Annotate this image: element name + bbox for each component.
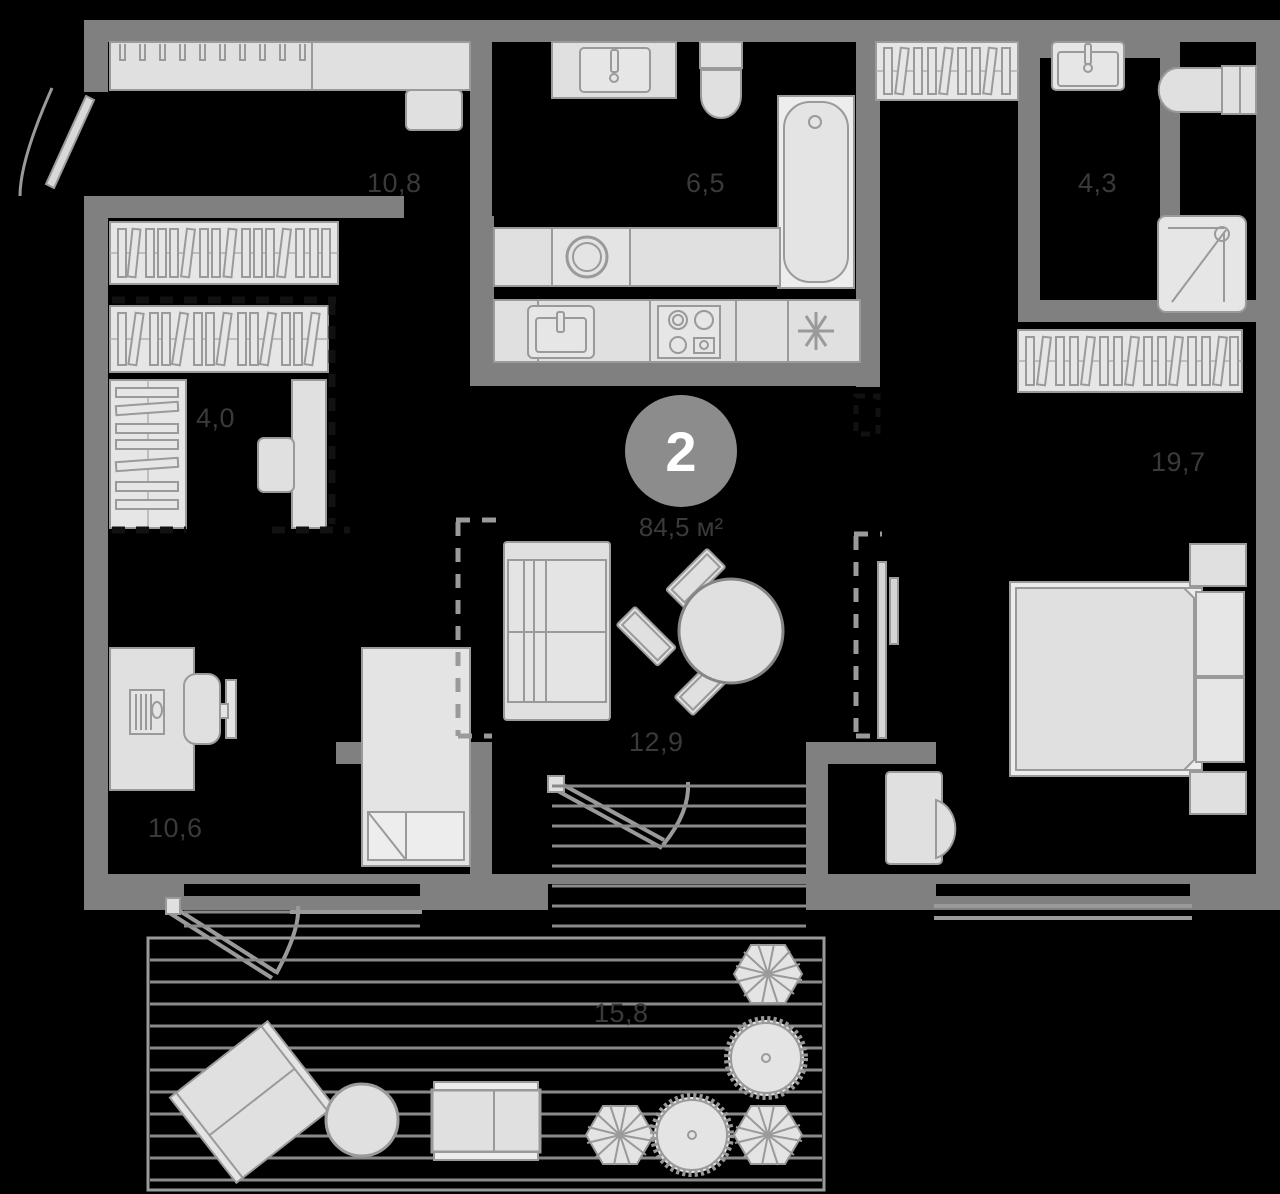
wardrobe-sliding-door[interactable] xyxy=(112,296,350,534)
kitchen-sink xyxy=(527,305,595,359)
desk xyxy=(109,647,195,791)
room-label-wardrobe: 4,0 xyxy=(196,403,236,433)
tv-cabinet xyxy=(361,647,471,867)
wardrobe-rails-mid xyxy=(109,305,329,373)
balcony-rail xyxy=(290,904,1192,920)
door-jamb-marker xyxy=(853,393,881,437)
sliding-partition xyxy=(877,561,899,739)
total-area-label: 84,5 м² xyxy=(638,512,724,542)
walls xyxy=(84,20,1280,910)
bathtub xyxy=(777,95,855,289)
terrace-plant-serrated xyxy=(650,1016,808,1177)
washbasin-main xyxy=(551,41,677,99)
terrace-plant-radial xyxy=(584,943,804,1166)
shower-stall xyxy=(1157,215,1247,313)
wardrobe-bench xyxy=(257,379,327,529)
room-label-study: 10,6 xyxy=(148,813,203,843)
entry-cabinet xyxy=(109,41,471,131)
living-armchair xyxy=(885,771,957,865)
opening-dashed xyxy=(455,517,884,739)
washing-machine xyxy=(493,227,781,287)
wardrobe-rails-top xyxy=(109,221,339,285)
coat-hooks xyxy=(119,44,306,61)
room-label-bathroom-main: 6,5 xyxy=(686,168,726,198)
nightstand xyxy=(1189,543,1247,815)
sofa xyxy=(503,541,611,721)
terrace-bench xyxy=(430,1081,542,1161)
kitchen-hood-icon xyxy=(798,312,834,350)
terrace-table xyxy=(324,1082,400,1158)
room-label-bathroom-guest: 4,3 xyxy=(1078,168,1118,198)
bedroom-wardrobe xyxy=(1017,329,1243,393)
entry-angled-wall xyxy=(18,87,96,197)
rooms-count-badge: 2 xyxy=(625,395,737,507)
door-swing-living[interactable] xyxy=(547,775,691,850)
double-bed xyxy=(1009,581,1245,777)
terrace-lounger xyxy=(168,1019,336,1185)
dining-table xyxy=(616,548,785,716)
wardrobe-guest-rails xyxy=(875,41,1019,101)
office-chair xyxy=(183,673,237,745)
room-label-hallway: 10,8 xyxy=(367,168,422,198)
room-label-terrace: 15,8 xyxy=(594,998,649,1028)
kitchen-stove xyxy=(657,305,721,359)
washbasin-guest xyxy=(1051,41,1125,91)
wardrobe-shelves xyxy=(109,379,187,529)
room-label-living: 12,9 xyxy=(629,727,684,757)
toilet-main xyxy=(699,41,743,119)
toilet-guest xyxy=(1157,65,1257,115)
room-label-bedroom: 19,7 xyxy=(1151,447,1206,477)
